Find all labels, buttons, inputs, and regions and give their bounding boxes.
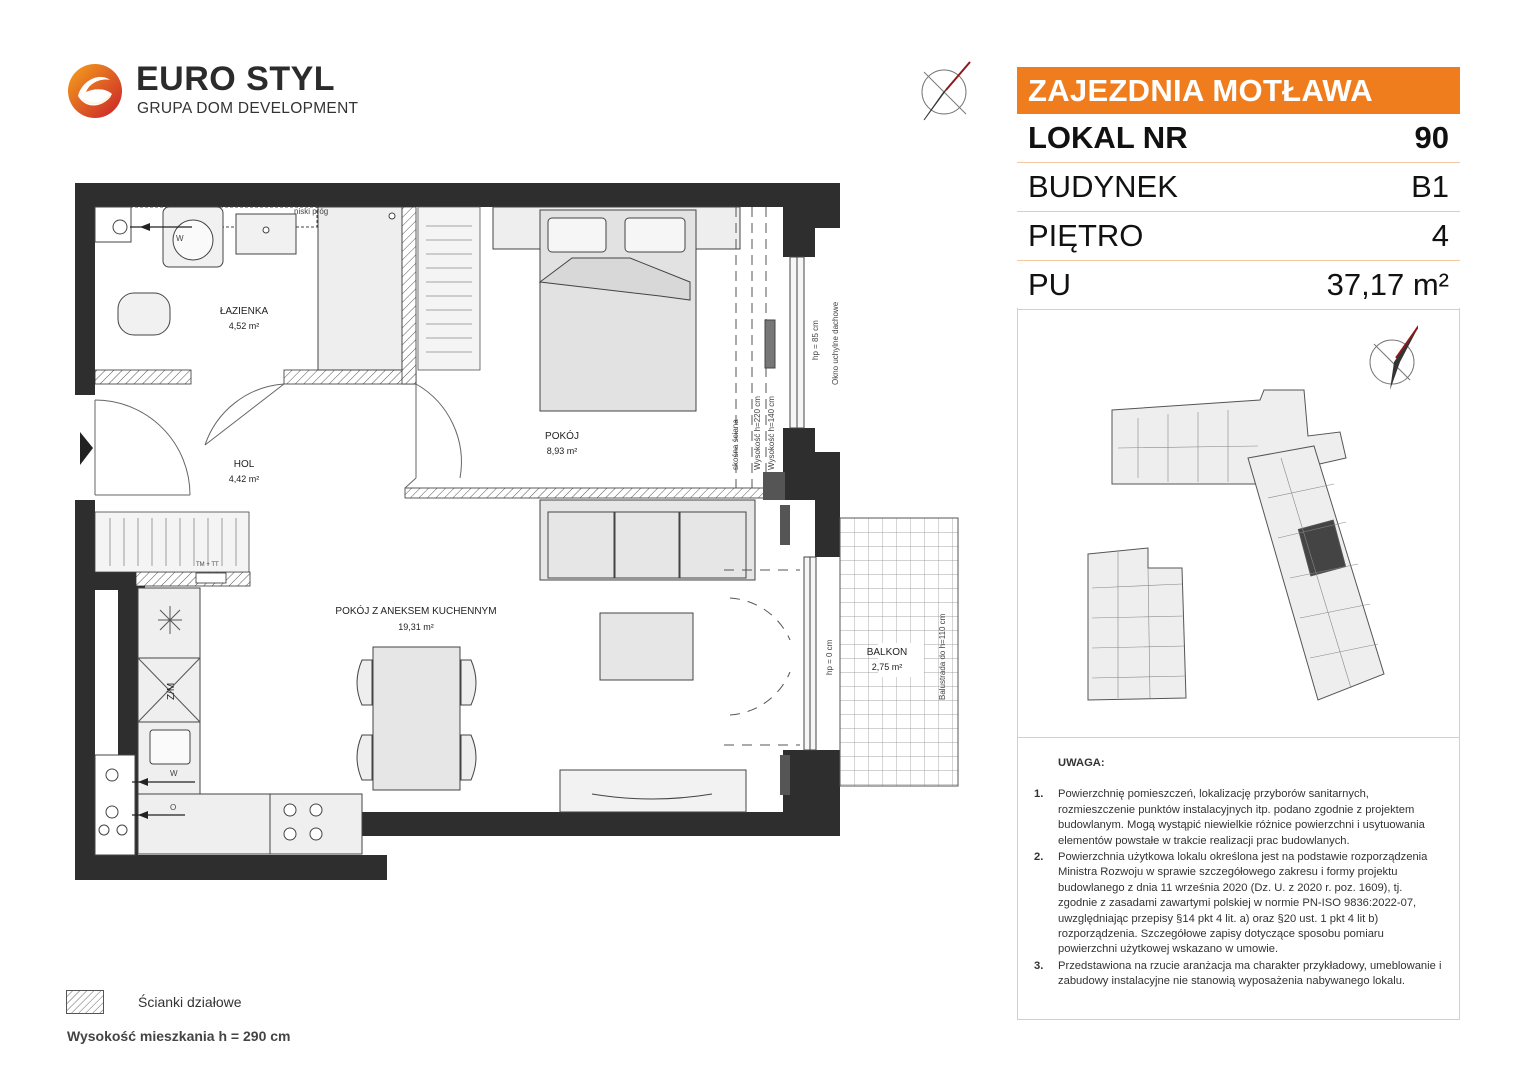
- apartment-height: Wysokość mieszkania h = 290 cm: [67, 1028, 291, 1044]
- note-number: 2.: [1034, 851, 1044, 864]
- entrance-arrow-icon: [80, 432, 93, 465]
- panel-divider: [1018, 737, 1459, 738]
- fridge-label: Z/M: [166, 683, 177, 700]
- info-value: 4: [1431, 218, 1449, 253]
- hall-wardrobe: [94, 511, 250, 573]
- note-item: 1. Powierzchnię pomieszczeń, lokalizację…: [1034, 787, 1444, 849]
- brand-name: EURO STYL: [136, 60, 336, 98]
- room-bathroom-name: ŁAZIENKA: [220, 306, 269, 317]
- info-label: PU: [1028, 267, 1072, 302]
- room-living-name: POKÓJ Z ANEKSEM KUCHENNYM: [335, 604, 496, 617]
- info-value: B1: [1411, 169, 1449, 204]
- info-label: LOKAL NR: [1028, 120, 1188, 155]
- kitchen: [137, 587, 363, 855]
- tm-tt-label: TM + TT: [196, 562, 219, 568]
- note-item: 3. Przedstawiona na rzucie aranżacja ma …: [1034, 959, 1444, 990]
- info-label: BUDYNEK: [1028, 169, 1178, 204]
- logo: EURO STYL GRUPA DOM DEVELOPMENT: [64, 58, 358, 124]
- legend-partition-walls: Ścianki działowe: [138, 994, 242, 1010]
- info-panel: UWAGA: 1. Powierzchnię pomieszczeń, loka…: [1017, 308, 1460, 1020]
- exterior-walls: [75, 183, 840, 880]
- partition-hatch-swatch: [66, 990, 104, 1014]
- balcony-door: [724, 569, 800, 746]
- notes: UWAGA: 1. Powierzchnię pomieszczeń, loka…: [1034, 756, 1444, 991]
- room-bathroom-area: 4,52 m²: [229, 321, 260, 331]
- wardrobe: [417, 206, 481, 371]
- hp85-label: hp = 85 cm: [811, 320, 820, 360]
- project-name: ZAJEZDNIA MOTŁAWA: [1017, 67, 1460, 114]
- room-balcony-name: BALKON: [867, 647, 908, 658]
- note-text: Powierzchnię pomieszczeń, lokalizację pr…: [1058, 788, 1425, 847]
- water-label: W: [176, 234, 184, 243]
- room-balcony-area: 2,75 m²: [872, 662, 903, 672]
- info-table: ZAJEZDNIA MOTŁAWA LOKAL NR 90 BUDYNEK B1…: [1017, 67, 1460, 310]
- notes-title: UWAGA:: [1058, 757, 1105, 769]
- info-row-building: BUDYNEK B1: [1017, 163, 1460, 212]
- note-text: Powierzchnia użytkowa lokalu określona j…: [1058, 851, 1428, 956]
- doors: [94, 383, 462, 496]
- hp0-label: hp = 0 cm: [825, 639, 834, 675]
- note-item: 2. Powierzchnia użytkowa lokalu określon…: [1034, 850, 1444, 958]
- bedroom-window: [764, 256, 805, 429]
- room-bedroom-name: POKÓJ: [545, 429, 579, 442]
- height-140-label: Wysokość h=140 cm: [767, 396, 776, 470]
- room-hall-name: HOL: [234, 459, 255, 470]
- note-text: Przedstawiona na rzucie aranżacja ma cha…: [1058, 959, 1442, 988]
- info-row-unit: LOKAL NR 90: [1017, 114, 1460, 163]
- compass-icon-small: [1369, 325, 1418, 390]
- sloped-wall-label: skośna ściana: [731, 419, 740, 470]
- compass-icon: [921, 61, 971, 121]
- brand-subtitle: GRUPA DOM DEVELOPMENT: [137, 100, 359, 117]
- balustrade-label: Balustrada do h=110 cm: [938, 613, 947, 700]
- logo-icon: [68, 64, 122, 118]
- water-label-kitchen: W: [170, 769, 178, 778]
- info-row-area: PU 37,17 m²: [1017, 261, 1460, 310]
- low-threshold-label: niski próg: [294, 207, 328, 216]
- info-value: 90: [1414, 120, 1449, 155]
- info-value: 37,17 m²: [1326, 267, 1449, 302]
- height-220-label: Wysokość h=220 cm: [753, 396, 762, 470]
- room-living-area: 19,31 m²: [398, 622, 434, 632]
- note-number: 3.: [1034, 959, 1044, 972]
- living-furniture: [356, 499, 756, 813]
- drain-label: O: [170, 803, 176, 812]
- room-hall-area: 4,42 m²: [229, 474, 260, 484]
- info-row-floor: PIĘTRO 4: [1017, 212, 1460, 261]
- room-bedroom-area: 8,93 m²: [547, 446, 578, 456]
- roof-window-label: Okno uchylne dachowe: [831, 301, 840, 385]
- info-label: PIĘTRO: [1028, 218, 1144, 253]
- floor-plan: W niski próg skośna ściana Wysokość h=22…: [75, 183, 959, 880]
- bathroom-fixtures: [94, 206, 403, 371]
- building-key-plan: [1087, 325, 1418, 701]
- note-number: 1.: [1034, 788, 1044, 801]
- bed: [492, 206, 741, 412]
